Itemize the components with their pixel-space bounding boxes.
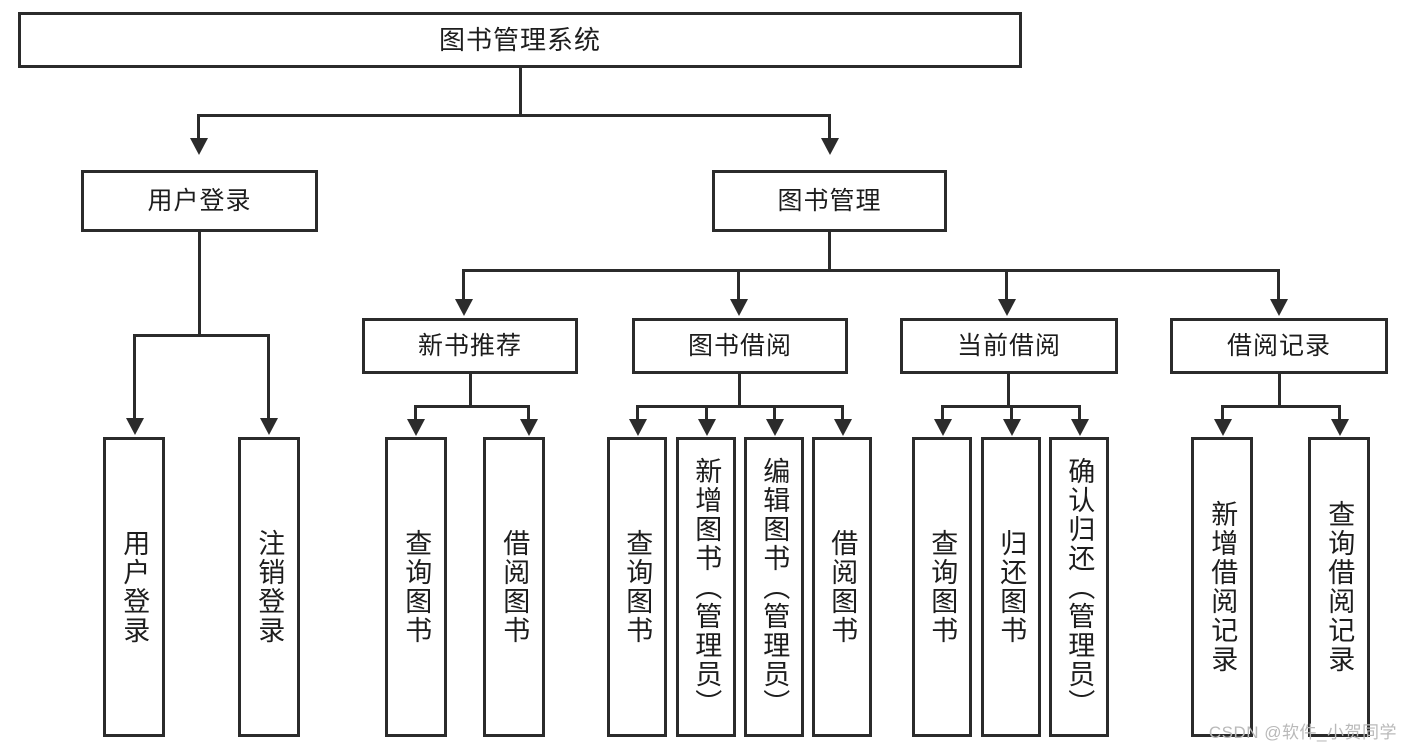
leaf-user-logout[interactable]: 注销登录: [238, 437, 300, 737]
connector-drop-leaf-confirm-return: [1078, 405, 1081, 422]
leaf-label: 注销登录: [254, 529, 285, 645]
leaf-label: 新增借阅记录: [1207, 500, 1238, 674]
connector-drop-leaf-query-book-2: [636, 405, 639, 422]
connector-root-stem: [519, 68, 522, 114]
connector-drop-leaf-query-record: [1338, 405, 1341, 422]
leaf-label: 新增图书（管理员）: [691, 456, 722, 718]
connector-drop-leaf-query-book-3: [941, 405, 944, 422]
connector-drop-leaf-edit-book: [773, 405, 776, 422]
node-book-borrow[interactable]: 图书借阅: [632, 318, 848, 374]
leaf-label: 借阅图书: [499, 529, 530, 645]
connector-drop-book-manage: [828, 114, 831, 140]
leaf-label: 查询图书: [622, 529, 653, 645]
arrowhead-leaf-add-record: [1214, 419, 1232, 436]
leaf-add-record[interactable]: 新增借阅记录: [1191, 437, 1253, 737]
connector-drop-book-borrow: [737, 269, 740, 301]
connector-borrow-record-stem: [1278, 374, 1281, 406]
arrowhead-leaf-borrow-book-1: [520, 419, 538, 436]
leaf-label: 确认归还（管理员）: [1064, 456, 1095, 718]
connector-drop-current-borrow: [1005, 269, 1008, 301]
connector-drop-borrow-record: [1277, 269, 1280, 301]
leaf-query-book-3[interactable]: 查询图书: [912, 437, 972, 737]
connector-drop-leaf-return-book: [1010, 405, 1013, 422]
connector-new-book-recommend-stem: [469, 374, 472, 406]
connector-user-login-bus: [133, 334, 270, 337]
arrowhead-leaf-add-book: [698, 419, 716, 436]
arrowhead-leaf-confirm-return: [1071, 419, 1089, 436]
arrowhead-current-borrow: [998, 299, 1016, 316]
arrowhead-borrow-record: [1270, 299, 1288, 316]
arrowhead-leaf-user-logout: [260, 418, 278, 435]
node-root-book-management-system[interactable]: 图书管理系统: [18, 12, 1022, 68]
connector-current-borrow-stem: [1007, 374, 1010, 406]
csdn-watermark: CSDN @软件_小贺同学: [1208, 723, 1397, 742]
node-borrow-record[interactable]: 借阅记录: [1170, 318, 1388, 374]
leaf-label: 查询图书: [927, 529, 958, 645]
leaf-query-book-1[interactable]: 查询图书: [385, 437, 447, 737]
leaf-user-login[interactable]: 用户登录: [103, 437, 165, 737]
node-user-login[interactable]: 用户登录: [81, 170, 318, 232]
leaf-label: 用户登录: [119, 529, 150, 645]
arrowhead-book-borrow: [730, 299, 748, 316]
connector-book-borrow-bus: [636, 405, 844, 408]
connector-drop-leaf-user-login: [133, 334, 136, 420]
arrowhead-leaf-borrow-book-2: [834, 419, 852, 436]
node-label: 用户登录: [147, 186, 252, 215]
leaf-label: 查询图书: [401, 529, 432, 645]
connector-drop-user-login: [197, 114, 200, 140]
arrowhead-leaf-user-login: [126, 418, 144, 435]
leaf-return-book[interactable]: 归还图书: [981, 437, 1041, 737]
arrowhead-leaf-return-book: [1003, 419, 1021, 436]
node-label: 图书管理系统: [438, 25, 601, 55]
leaf-query-book-2[interactable]: 查询图书: [607, 437, 667, 737]
connector-book-borrow-stem: [738, 374, 741, 406]
arrowhead-leaf-query-book-1: [407, 419, 425, 436]
connector-book-manage-stem: [828, 232, 831, 272]
node-label: 借阅记录: [1226, 331, 1331, 360]
leaf-query-record[interactable]: 查询借阅记录: [1308, 437, 1370, 737]
node-label: 图书管理: [777, 186, 882, 215]
leaf-label: 编辑图书（管理员）: [759, 456, 790, 718]
connector-drop-leaf-add-record: [1221, 405, 1224, 422]
leaf-label: 归还图书: [996, 529, 1027, 645]
connector-level2-bus: [197, 114, 831, 117]
connector-drop-leaf-borrow-book-1: [527, 405, 530, 422]
leaf-borrow-book-1[interactable]: 借阅图书: [483, 437, 545, 737]
connector-user-login-stem: [198, 232, 201, 334]
node-new-book-recommend[interactable]: 新书推荐: [362, 318, 578, 374]
connector-level3-bus: [462, 269, 1280, 272]
connector-drop-leaf-query-book-1: [414, 405, 417, 422]
arrowhead-leaf-edit-book: [766, 419, 784, 436]
leaf-edit-book[interactable]: 编辑图书（管理员）: [744, 437, 804, 737]
node-label: 图书借阅: [687, 331, 792, 360]
leaf-label: 借阅图书: [827, 529, 858, 645]
node-book-manage[interactable]: 图书管理: [712, 170, 947, 232]
leaf-confirm-return[interactable]: 确认归还（管理员）: [1049, 437, 1109, 737]
connector-drop-leaf-borrow-book-2: [841, 405, 844, 422]
node-current-borrow[interactable]: 当前借阅: [900, 318, 1118, 374]
arrowhead-book-manage: [821, 138, 839, 155]
connector-drop-leaf-user-logout: [267, 334, 270, 420]
arrowhead-user-login: [190, 138, 208, 155]
connector-new-book-recommend-bus: [414, 405, 530, 408]
connector-drop-leaf-add-book: [705, 405, 708, 422]
connector-borrow-record-bus: [1221, 405, 1341, 408]
arrowhead-new-book-recommend: [455, 299, 473, 316]
node-label: 新书推荐: [417, 331, 522, 360]
arrowhead-leaf-query-record: [1331, 419, 1349, 436]
node-label: 当前借阅: [956, 331, 1061, 360]
leaf-borrow-book-2[interactable]: 借阅图书: [812, 437, 872, 737]
leaf-add-book[interactable]: 新增图书（管理员）: [676, 437, 736, 737]
connector-drop-new-book-recommend: [462, 269, 465, 301]
arrowhead-leaf-query-book-2: [629, 419, 647, 436]
arrowhead-leaf-query-book-3: [934, 419, 952, 436]
leaf-label: 查询借阅记录: [1324, 500, 1355, 674]
